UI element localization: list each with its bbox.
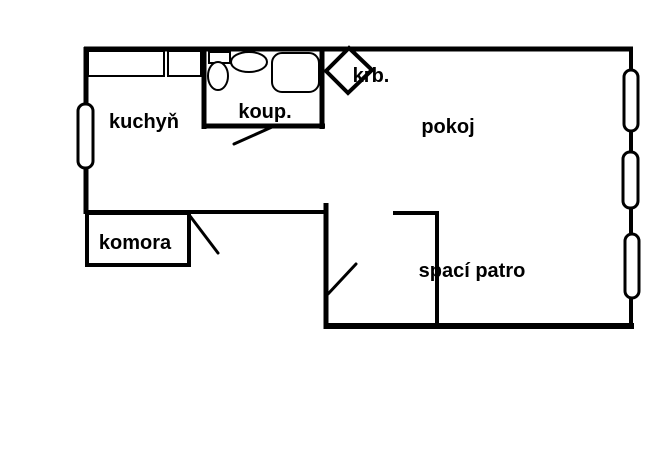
kitchen-counters (87, 50, 202, 77)
sleeping-loft-label: spací patro (419, 260, 526, 282)
kitchen-counter-left (87, 50, 165, 77)
pantry-label: komora (99, 232, 172, 254)
fireplace-diamond (323, 45, 375, 96)
kitchen-label: kuchyň (109, 111, 179, 133)
window-right-bottom (623, 232, 641, 300)
toilet-bowl (207, 61, 229, 91)
bathroom-sink (230, 51, 268, 73)
door-swings (188, 125, 358, 296)
door-swing-bathroom (232, 125, 274, 146)
windows (76, 68, 641, 300)
door-swing-loft (326, 262, 358, 296)
fireplace-label: krb. (353, 65, 390, 87)
outer-walls (83, 46, 634, 329)
pantry-room-outline (85, 211, 191, 267)
window-right-middle (621, 150, 640, 210)
living-room-label: pokoj (421, 116, 474, 138)
door-swing-pantry (188, 214, 220, 255)
bathtub (271, 52, 320, 93)
window-left (76, 102, 95, 170)
room-labels: kuchyň koup. krb. pokoj komora spací pat… (99, 65, 525, 282)
kitchen-counter-right (167, 50, 202, 77)
interior-walls (84, 47, 439, 329)
bathroom-fixtures (207, 51, 320, 93)
bathroom-label: koup. (238, 101, 291, 123)
window-right-top (622, 68, 640, 133)
wall-loft-inner (393, 211, 439, 326)
